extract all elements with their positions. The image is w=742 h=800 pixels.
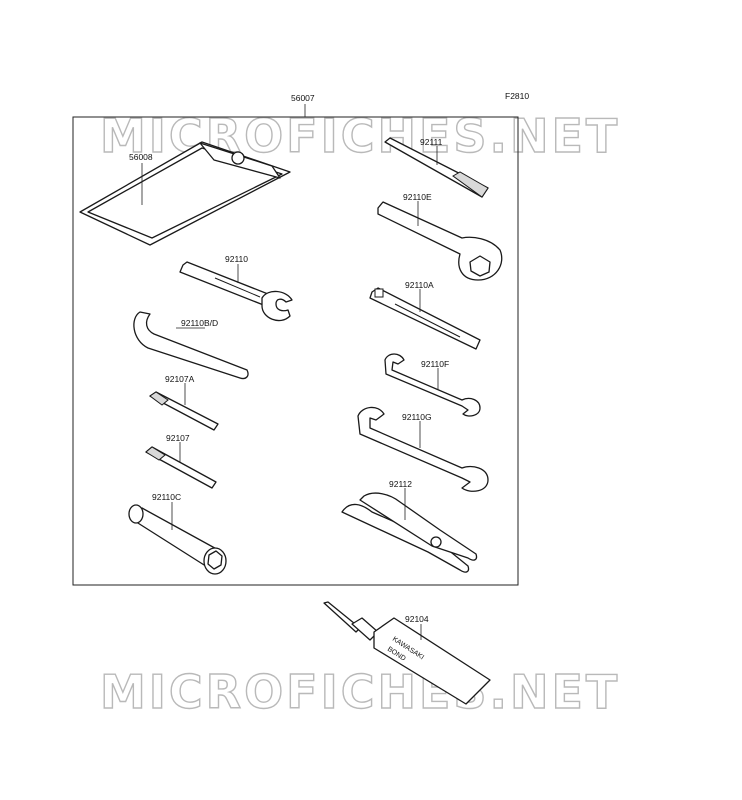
figure-code: F2810 xyxy=(505,91,529,101)
box-spanner-92110c[interactable] xyxy=(128,504,227,575)
ring-wrench-92110e[interactable] xyxy=(377,201,503,281)
screwdriver-92107a[interactable] xyxy=(149,391,219,431)
callout-92110: 92110 xyxy=(225,254,248,264)
callout-92104: 92104 xyxy=(405,614,429,624)
handle-92111[interactable] xyxy=(384,137,489,198)
bond-tube-92104[interactable]: KAWASAKI BOND xyxy=(323,601,491,705)
callout-92107a: 92107A xyxy=(165,374,195,384)
tool-kit-box xyxy=(72,116,519,586)
tool-bag-56008[interactable] xyxy=(79,141,291,246)
callout-92110f: 92110F xyxy=(421,359,449,369)
callout-92110a: 92110A xyxy=(405,280,434,290)
callout-92112: 92112 xyxy=(389,479,412,489)
callout-92110e: 92110E xyxy=(403,192,432,202)
callout-92110c: 92110C xyxy=(152,492,181,502)
wrench-92110g[interactable] xyxy=(357,406,489,492)
callout-92110bd: 92110B/D xyxy=(181,318,218,328)
wrench-92110f[interactable] xyxy=(384,353,481,417)
hook-wrench-92110bd[interactable] xyxy=(133,311,249,380)
pliers-92112[interactable] xyxy=(341,492,478,573)
wrench-92110[interactable] xyxy=(179,261,293,322)
callout-56008: 56008 xyxy=(129,152,153,162)
screwdriver-92107[interactable] xyxy=(145,446,217,489)
wrench-92110a[interactable] xyxy=(369,287,481,350)
callout-92111: 92111 xyxy=(420,137,443,147)
callout-92110g: 92110G xyxy=(402,412,432,422)
watermark-bottom: MICROFICHES.NET xyxy=(100,665,620,719)
callout-92107: 92107 xyxy=(166,433,190,443)
kit-label: 56007 xyxy=(291,93,315,103)
